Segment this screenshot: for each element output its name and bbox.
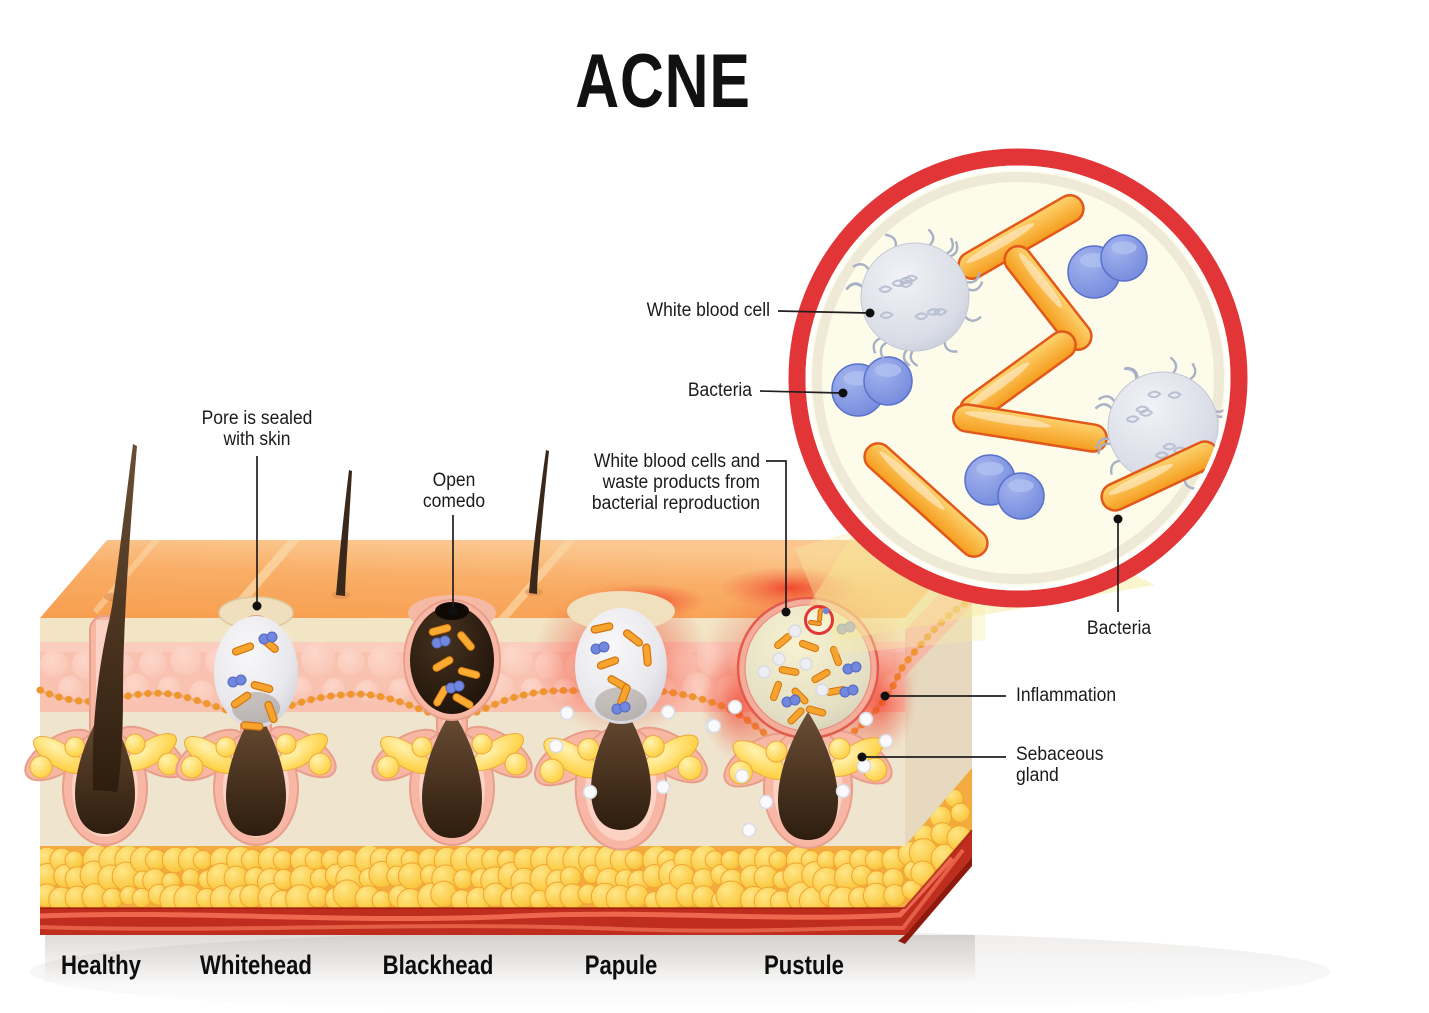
annotation-wbc-waste: White blood cells and waste products fro… [591,451,760,514]
muscle-layer [39,829,973,944]
page-title: ACNE [575,39,751,124]
annotation-inflammation: Inflammation [1016,685,1117,706]
magnified-content [831,194,1226,558]
magnified-view [788,148,1248,608]
follicle-pustule [723,596,893,849]
stage-label-whitehead: Whitehead [200,950,312,980]
follicle-whitehead [175,615,337,846]
hair-shafts [336,450,549,596]
annotation-pore-sealed: Pore is sealed with skin [201,408,313,450]
annotation-bacteria-left: Bacteria [687,380,752,401]
stage-label-papule: Papule [584,950,658,980]
follicle-blackhead [371,599,533,846]
annotation-white-blood-cell: White blood cell [646,300,770,321]
hair-shaft [336,470,352,596]
magnified-spot-marker [804,605,834,635]
leader-dots [252,308,1123,762]
stage-label-healthy: Healthy [60,950,141,980]
annotation-open-comedo: Open comedo [422,470,486,512]
follicle-papule [534,608,708,851]
fat-layer [40,768,972,910]
follicle-healthy [24,444,186,846]
leader-lines [252,308,1123,762]
annotation-sebaceous-gland: Sebaceous gland [1016,744,1104,786]
hair-shaft [529,450,549,594]
annotation-bacteria-bottom: Bacteria [1086,618,1152,639]
stage-label-pustule: Pustule [764,950,844,980]
stage-label-blackhead: Blackhead [382,950,494,980]
block-shadow [30,930,1330,1013]
white-blood-cell-dots [548,699,894,838]
